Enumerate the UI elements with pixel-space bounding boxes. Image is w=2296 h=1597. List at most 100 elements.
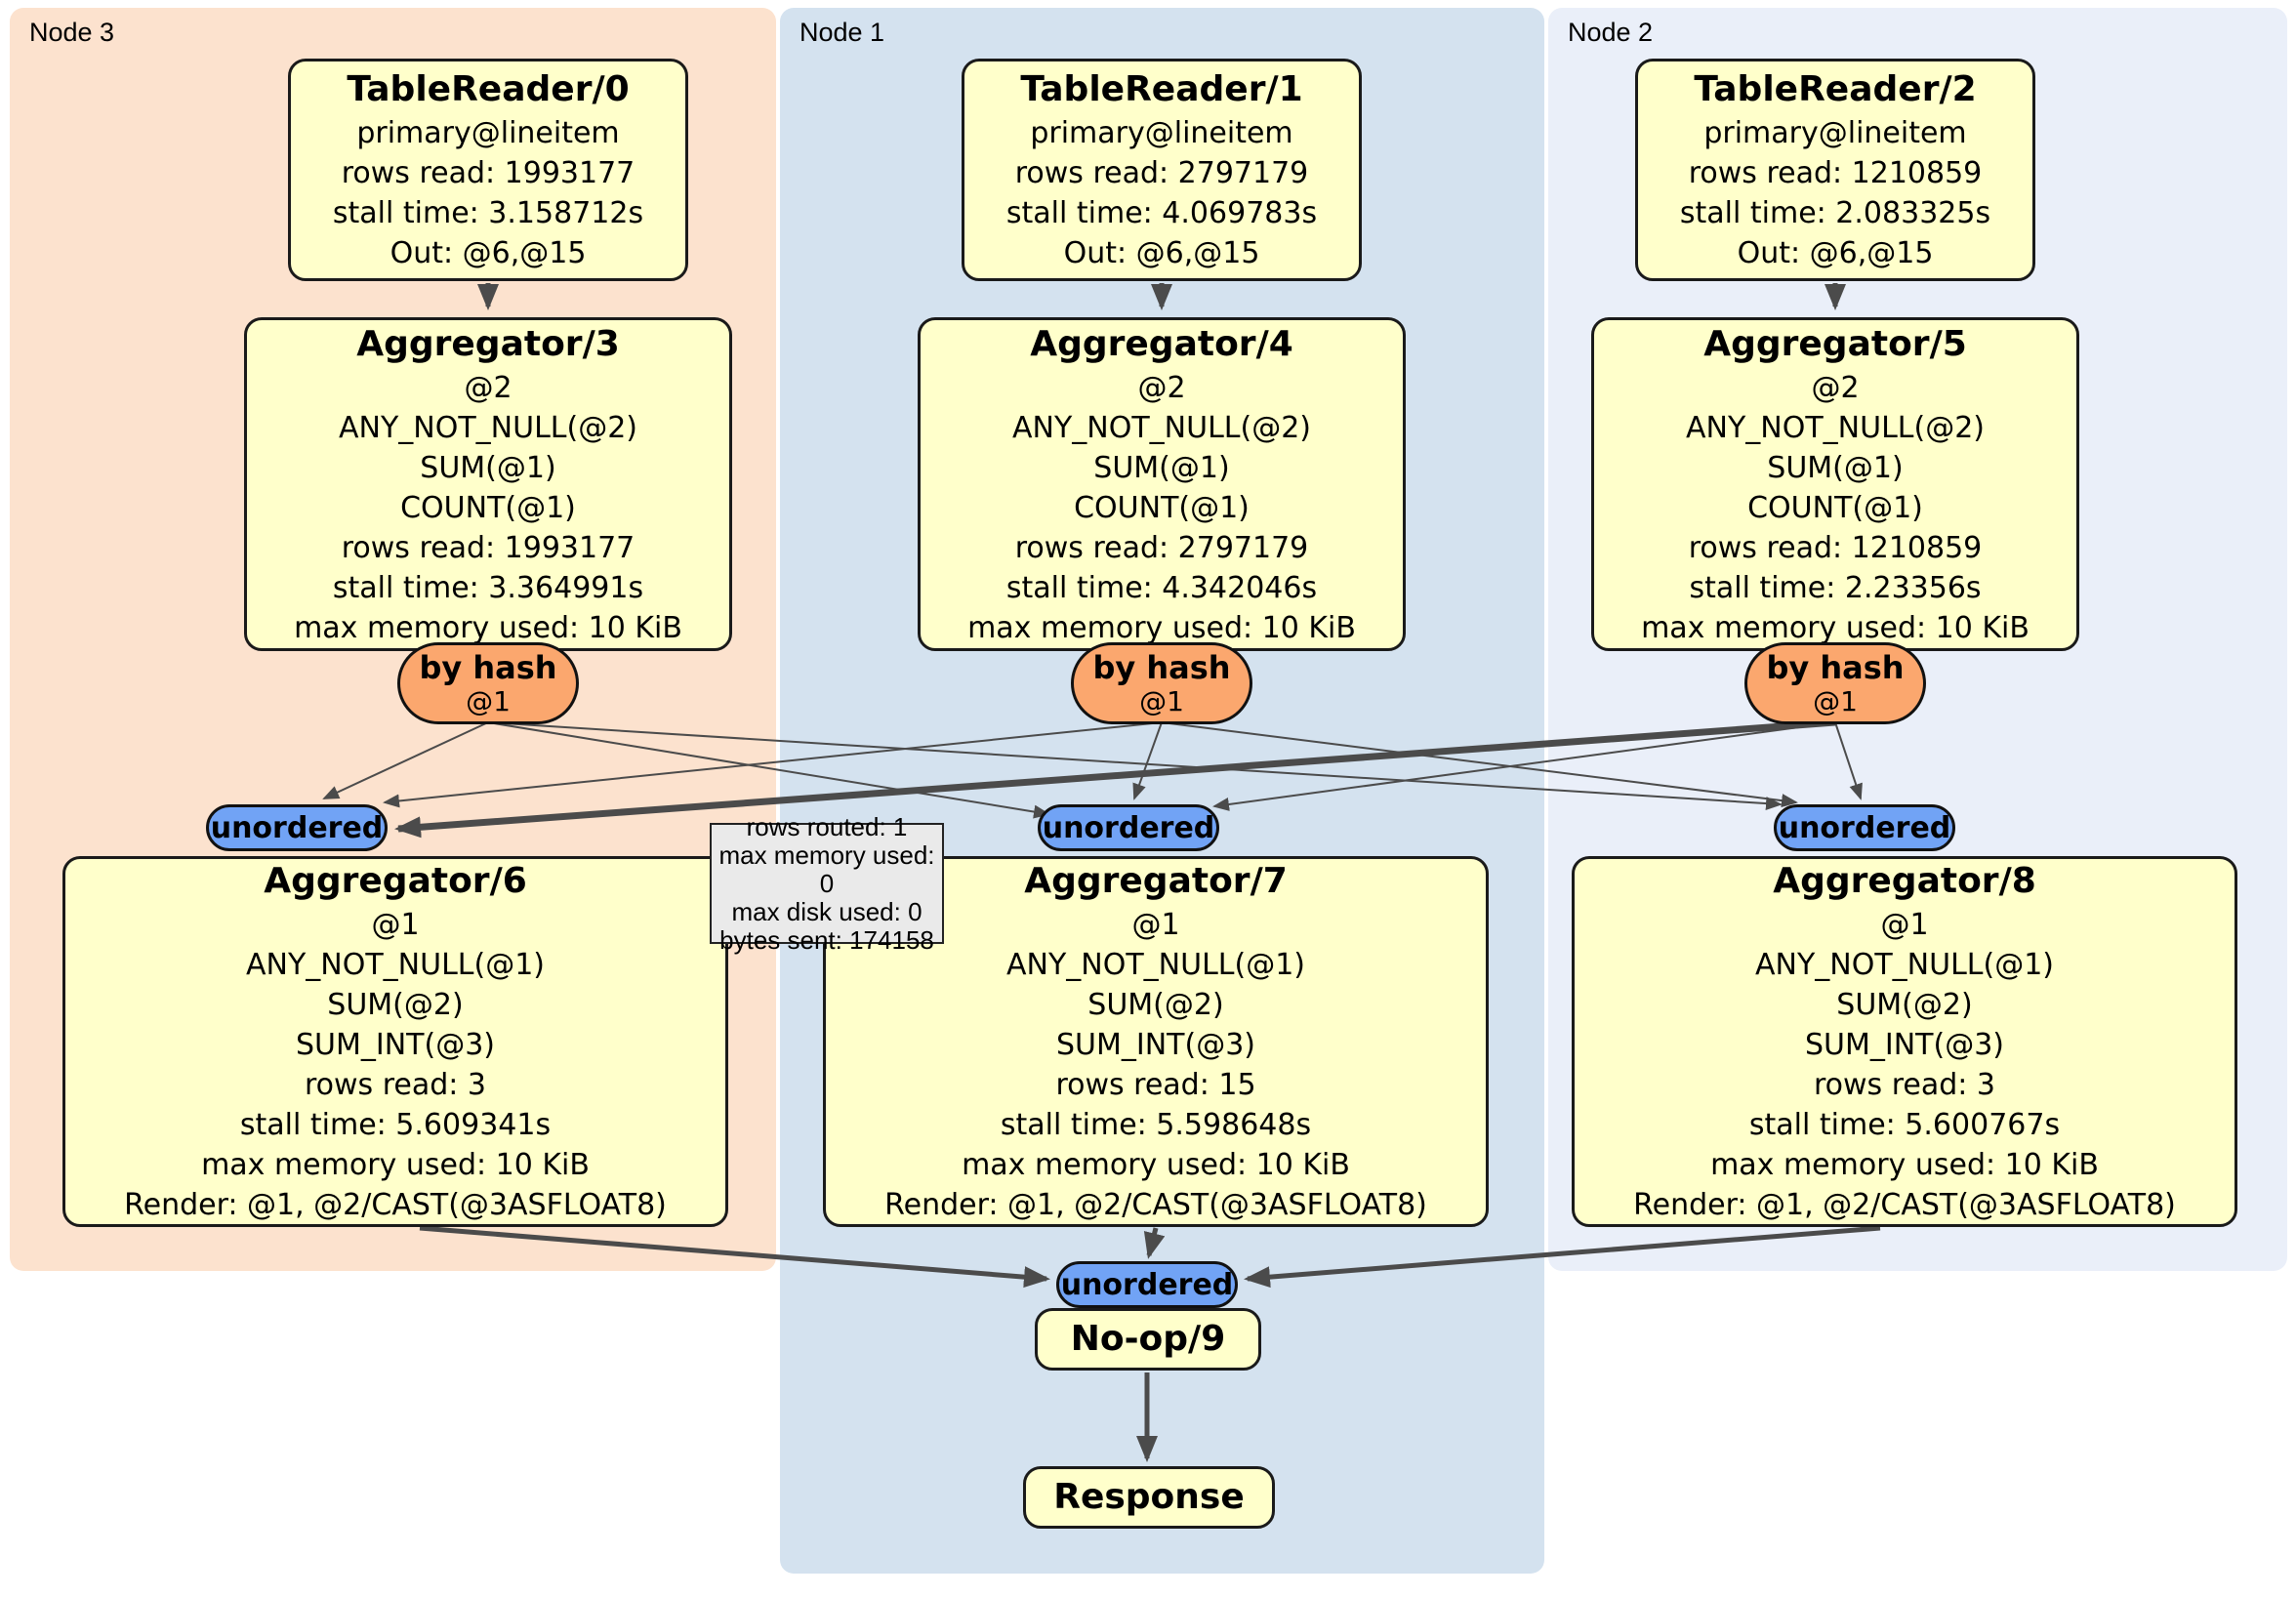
router-columns: @1: [1139, 685, 1184, 717]
processor-title: TableReader/1: [1020, 69, 1303, 109]
router-label: by hash: [1766, 649, 1905, 686]
processor-title: Aggregator/8: [1773, 861, 2036, 901]
processor-detail: rows read: 2797179: [1014, 530, 1309, 565]
processor-detail: ANY_NOT_NULL(@1): [246, 948, 545, 982]
processor-detail: stall time: 3.158712s: [332, 196, 644, 230]
processor-detail: ANY_NOT_NULL(@2): [1686, 410, 1985, 445]
processor-detail: ANY_NOT_NULL(@2): [1012, 410, 1311, 445]
processor-detail: stall time: 5.598648s: [1000, 1108, 1312, 1142]
processor-detail: Render: @1, @2/CAST(@3ASFLOAT8): [1633, 1188, 2176, 1222]
edge-agg6-sync9[interactable]: [419, 1225, 1050, 1289]
processor-detail: stall time: 5.609341s: [239, 1108, 552, 1142]
processor-detail: stall time: 2.083325s: [1679, 196, 1991, 230]
edge-agg7-sync9[interactable]: [1143, 1227, 1166, 1259]
region-node2-label: Node 2: [1568, 18, 1654, 47]
processor-title: Response: [1053, 1477, 1245, 1517]
processor-detail: @1: [371, 908, 420, 942]
processor-title: Aggregator/5: [1703, 323, 1967, 364]
sync-unordered-8: unordered: [1774, 804, 1955, 851]
processor-aggregator-8: Aggregator/8 @1 ANY_NOT_NULL(@1) SUM(@2)…: [1572, 856, 2237, 1227]
processor-detail: SUM(@1): [420, 450, 556, 485]
processor-detail: ANY_NOT_NULL(@1): [1006, 948, 1305, 982]
processor-detail: @1: [1131, 908, 1180, 942]
processor-detail: SUM(@2): [1087, 988, 1224, 1022]
tooltip-line: max memory used: 0: [718, 839, 935, 898]
stream-stats-tooltip: rows routed: 1 max memory used: 0 max di…: [710, 812, 944, 954]
processor-detail: SUM(@2): [327, 988, 464, 1022]
edge-hash5-sync6[interactable]: [394, 718, 1836, 839]
processor-aggregator-5: Aggregator/5 @2 ANY_NOT_NULL(@2) SUM(@1)…: [1591, 317, 2079, 651]
tooltip-line: rows routed: 1: [746, 811, 908, 841]
processor-detail: rows read: 1210859: [1688, 530, 1983, 565]
router-columns: @1: [466, 685, 511, 717]
processor-detail: max memory used: 10 KiB: [967, 610, 1356, 645]
processor-detail: rows read: 2797179: [1014, 156, 1309, 190]
processor-detail: stall time: 4.342046s: [1005, 570, 1318, 605]
edge-hash5-sync8[interactable]: [1834, 721, 1863, 800]
processor-detail: Out: @6,@15: [1063, 236, 1260, 270]
processor-aggregator-3: Aggregator/3 @2 ANY_NOT_NULL(@2) SUM(@1)…: [244, 317, 732, 651]
region-node3-label: Node 3: [29, 18, 115, 47]
processor-detail: stall time: 4.069783s: [1005, 196, 1318, 230]
processor-detail: @2: [1811, 370, 1860, 405]
processor-detail: SUM(@1): [1093, 450, 1230, 485]
edge-hash4-sync8[interactable]: [1161, 721, 1798, 808]
processor-noop-9: No-op/9: [1035, 1308, 1261, 1371]
sync-unordered-6: unordered: [206, 804, 388, 851]
processor-tablereader-2: TableReader/2 primary@lineitem rows read…: [1635, 59, 2035, 281]
processor-detail: @1: [1880, 908, 1929, 942]
sync-unordered-7: unordered: [1038, 804, 1219, 851]
processor-detail: Out: @6,@15: [390, 236, 587, 270]
processor-detail: SUM_INT(@3): [1805, 1028, 2004, 1062]
router-label: by hash: [1092, 649, 1231, 686]
processor-title: No-op/9: [1070, 1319, 1226, 1359]
processor-detail: @2: [1137, 370, 1186, 405]
processor-response: Response: [1023, 1466, 1275, 1529]
edge-hash5-sync7[interactable]: [1212, 721, 1836, 811]
sync-label: unordered: [1042, 810, 1215, 845]
router-columns: @1: [1813, 685, 1858, 717]
router-by-hash-3: by hash @1: [397, 642, 579, 724]
processor-detail: SUM_INT(@3): [1056, 1028, 1255, 1062]
processor-detail: rows read: 3: [304, 1068, 487, 1102]
processor-title: TableReader/0: [347, 69, 630, 109]
processor-detail: max memory used: 10 KiB: [962, 1148, 1350, 1182]
processor-title: TableReader/2: [1694, 69, 1977, 109]
processor-aggregator-6: Aggregator/6 @1 ANY_NOT_NULL(@1) SUM(@2)…: [62, 856, 728, 1227]
processor-detail: primary@lineitem: [1703, 116, 1967, 150]
processor-title: Aggregator/4: [1030, 323, 1293, 364]
edge-hash4-sync6[interactable]: [383, 721, 1163, 808]
processor-detail: COUNT(@1): [400, 490, 576, 525]
processor-detail: max memory used: 10 KiB: [1710, 1148, 2099, 1182]
processor-detail: max memory used: 10 KiB: [201, 1148, 590, 1182]
processor-detail: max memory used: 10 KiB: [294, 610, 682, 645]
processor-detail: ANY_NOT_NULL(@2): [339, 410, 637, 445]
edge-hash3-sync6[interactable]: [322, 721, 489, 799]
processor-detail: primary@lineitem: [356, 116, 620, 150]
processor-detail: rows read: 3: [1813, 1068, 1996, 1102]
processor-detail: @2: [464, 370, 512, 405]
processor-detail: Out: @6,@15: [1737, 236, 1934, 270]
processor-detail: SUM(@2): [1836, 988, 1973, 1022]
processor-detail: Render: @1, @2/CAST(@3ASFLOAT8): [884, 1188, 1427, 1222]
processor-aggregator-4: Aggregator/4 @2 ANY_NOT_NULL(@2) SUM(@1)…: [918, 317, 1406, 651]
processor-title: Aggregator/6: [264, 861, 527, 901]
processor-detail: rows read: 1993177: [341, 156, 636, 190]
processor-detail: stall time: 2.23356s: [1689, 570, 1982, 605]
processor-title: Aggregator/3: [356, 323, 620, 364]
sync-unordered-9: unordered: [1056, 1261, 1238, 1308]
processor-tablereader-0: TableReader/0 primary@lineitem rows read…: [288, 59, 688, 281]
edge-agg8-sync9[interactable]: [1244, 1225, 1881, 1289]
edge-hash3-sync7[interactable]: [487, 721, 1050, 819]
region-node1-label: Node 1: [800, 18, 885, 47]
processor-detail: COUNT(@1): [1074, 490, 1250, 525]
router-by-hash-4: by hash @1: [1071, 642, 1252, 724]
edge-hash3-sync8[interactable]: [487, 721, 1783, 811]
processor-detail: ANY_NOT_NULL(@1): [1755, 948, 2054, 982]
edge-hash4-sync7[interactable]: [1132, 721, 1163, 800]
processor-detail: rows read: 1993177: [341, 530, 636, 565]
processor-detail: COUNT(@1): [1747, 490, 1923, 525]
sync-label: unordered: [1060, 1267, 1234, 1302]
